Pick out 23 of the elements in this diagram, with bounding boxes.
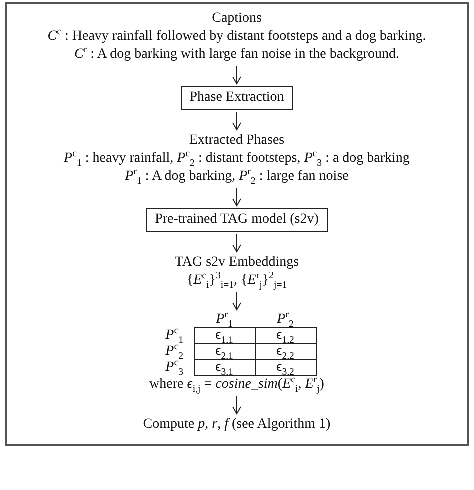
process-box: Pre-trained TAG model (s2v) (146, 208, 328, 232)
table-cell: ϵ$_{2,1}$ (194, 344, 255, 360)
process-box: Phase Extraction (180, 86, 294, 110)
table-cell: ϵ$_{1,1}$ (194, 328, 255, 344)
table-cell: ϵ$_{3,2}$ (255, 360, 316, 376)
table-cell: ϵ$_{1,2}$ (255, 328, 316, 344)
phrase-list: P$^{r}$$_{1}$ : A dog barking, P$^{r}$$_{2}$ : large fan noise (64, 168, 410, 186)
table-cell: ϵ$_{3,1}$ (194, 360, 255, 376)
result-text: Compute p, r, f (see Algorithm 1) (143, 416, 331, 434)
arrow (232, 396, 242, 414)
heading-text: TAG s2v Embeddings (174, 254, 300, 272)
heading-text: Captions (211, 10, 263, 28)
arrow (232, 292, 242, 310)
arrow (232, 234, 242, 252)
arrow (232, 66, 242, 84)
formula-text: where ϵ$_{i,j}$ = cosine_sim(E$^{c}$$_{i}$, E$^{r}$$_{j}$) (150, 376, 324, 394)
phrase-list: P$^{c}$$_{1}$ : heavy rainfall, P$^{c}$$_{2}$ : distant footsteps, P$^{c}$$_{3}$ : a dog barking (64, 150, 410, 168)
table-cell: ϵ$_{2,2}$ (255, 344, 316, 360)
arrow (232, 188, 242, 206)
caption-text: C$^{r}$ : A dog barking with large fan noise in the background. (74, 46, 400, 64)
arrow (232, 112, 242, 130)
heading-text: Extracted Phases (188, 132, 286, 150)
caption-text: C$^{c}$ : Heavy rainfall followed by distant footsteps and a dog barking. (48, 28, 426, 46)
